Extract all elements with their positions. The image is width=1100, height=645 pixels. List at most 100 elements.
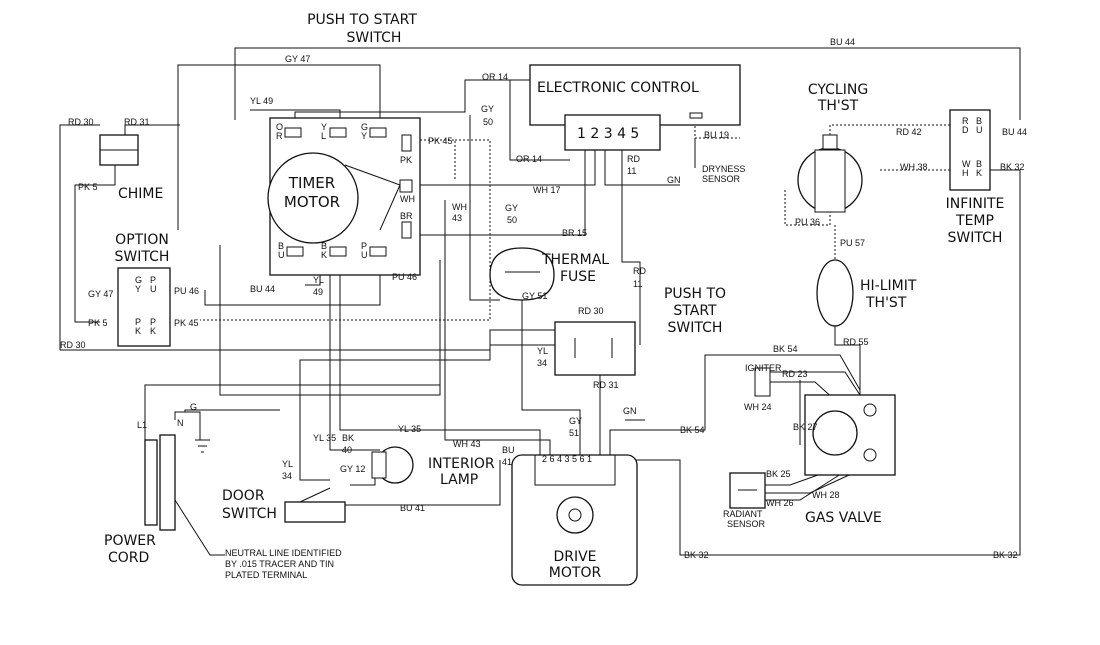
neutral-note-line2: BY .015 TRACER AND TIN — [225, 559, 334, 569]
wire-pu46 — [204, 262, 381, 306]
label-or14-b: OR 14 — [516, 154, 542, 164]
label-gy51-b2: 51 — [569, 428, 579, 438]
label-l1: L1 — [137, 420, 147, 430]
wire-bk54 — [609, 354, 861, 455]
cycling-thermostat-line1: CYCLING — [808, 82, 868, 98]
power-cord-line2: CORD — [108, 550, 149, 566]
terminal-or-2: R — [276, 131, 283, 141]
terminal-pu-2: U — [361, 250, 368, 260]
push-to-start-right-line1: PUSH TO — [664, 286, 726, 302]
label-rd30-b: RD 30 — [60, 340, 86, 350]
wire-yl34 — [299, 344, 560, 481]
label-wh28: WH 28 — [812, 490, 840, 500]
wire-wh17 — [415, 150, 596, 186]
wire-cord-g — [174, 411, 201, 440]
wire-rd31 — [124, 124, 180, 135]
inf-bk-2: K — [976, 168, 982, 178]
infinite-temp-line2: TEMP — [955, 213, 994, 229]
label-rd11-b: 11 — [627, 166, 636, 176]
inf-bk-1: B — [976, 159, 982, 169]
terminal-br: BR — [400, 211, 413, 221]
opt-pk-2: K — [135, 326, 141, 336]
push-to-start-switch-box — [554, 321, 636, 376]
label-pk45: PK 45 — [428, 136, 453, 146]
opt-gy-2: Y — [135, 284, 141, 294]
label-gn-motor: GN — [623, 406, 637, 416]
label-yl34-a: YL — [537, 346, 548, 356]
wire-rd55 — [834, 325, 861, 400]
inf-wh-2: H — [962, 168, 969, 178]
label-gy50-c: GY — [505, 203, 518, 213]
wire-br15 — [415, 150, 586, 236]
label-wh17: WH 17 — [533, 185, 561, 195]
cycling-thermostat-body — [814, 149, 846, 213]
opt-pu-2: U — [150, 284, 157, 294]
infinite-temp-line3: SWITCH — [948, 230, 1003, 246]
wire-bk32 — [620, 169, 1021, 556]
wire-note-leader — [174, 499, 225, 556]
component-labels: PUSH TO START SWITCH ELECTRONIC CONTROL … — [104, 12, 1004, 581]
interior-lamp-line2: LAMP — [440, 472, 478, 488]
option-switch-line1: OPTION — [115, 232, 169, 248]
push-to-start-right-line3: SWITCH — [668, 320, 723, 336]
bu19-connector — [689, 112, 703, 119]
opt-pk-1: P — [135, 317, 141, 327]
power-cord-plug — [144, 439, 158, 526]
label-gy51: GY 51 — [522, 291, 547, 301]
cycling-thermostat-terminal — [822, 134, 838, 150]
ground-symbol — [195, 439, 210, 453]
wire-rd30 — [59, 124, 100, 350]
terminal-gy-2: Y — [361, 131, 367, 141]
power-cord-line1: POWER — [104, 533, 156, 549]
label-yl34-c1: YL — [282, 459, 293, 469]
power-cord-body — [159, 434, 176, 531]
timer-terminal-br — [401, 221, 412, 239]
terminal-pu-1: P — [361, 241, 367, 251]
label-wh26: WH 26 — [766, 498, 794, 508]
timer-motor-circle — [267, 152, 359, 244]
interior-lamp-line1: INTERIOR — [428, 456, 495, 472]
timer-motor-line2: MOTOR — [284, 193, 340, 211]
igniter-label: IGNITER — [745, 363, 782, 373]
terminal-or-1: O — [276, 122, 283, 132]
label-n: N — [177, 418, 184, 428]
label-or14: OR 14 — [482, 72, 508, 82]
door-switch-icon — [284, 501, 346, 523]
wire-pk5 — [74, 165, 116, 323]
label-pk45-b: PK 45 — [174, 318, 199, 328]
wire-cord-l1 — [144, 270, 441, 440]
label-rd11-d: 11 — [633, 279, 642, 289]
label-yl49-b1: YL — [313, 275, 324, 285]
timer-terminal-wh — [399, 179, 413, 193]
door-switch-line2: SWITCH — [222, 506, 277, 522]
label-bk40-b: 40 — [342, 445, 352, 455]
label-bu44: BU 44 — [830, 37, 855, 47]
label-wh38: WH 38 — [900, 162, 928, 172]
timer-terminal-gy — [369, 127, 387, 138]
radiant-sensor-line2: SENSOR — [727, 519, 766, 529]
terminal-yl-2: L — [321, 131, 326, 141]
label-rd31: RD 31 — [124, 117, 150, 127]
wire-pk45-b — [200, 139, 491, 321]
label-wh24: WH 24 — [744, 402, 772, 412]
hi-limit-line2: TH'ST — [865, 295, 907, 311]
neutral-note-line1: NEUTRAL LINE IDENTIFIED — [225, 548, 342, 558]
infinite-temp-switch-box — [949, 109, 991, 191]
timer-terminal-pk — [401, 134, 412, 152]
label-yl49: YL 49 — [250, 96, 273, 106]
label-rd11-c: RD — [633, 266, 646, 276]
label-pu36: PU 36 — [795, 217, 820, 227]
dryness-sensor-line1: DRYNESS — [702, 164, 745, 174]
label-br15: BR 15 — [562, 228, 587, 238]
label-bk54: BK 54 — [773, 344, 798, 354]
neutral-note-line3: PLATED TERMINAL — [225, 570, 307, 580]
label-rd30: RD 30 — [68, 117, 94, 127]
label-gy47-b: GY 47 — [88, 289, 113, 299]
terminal-labels: O R Y L G Y PK WH BR B U B K P U G Y P U… — [135, 116, 983, 336]
wire-gy47 — [177, 64, 381, 230]
wire-or14-b — [509, 80, 570, 161]
push-to-start-right-line2: START — [673, 303, 717, 319]
label-bu44-b: BU 44 — [250, 284, 275, 294]
timer-terminal-bu — [286, 246, 304, 257]
